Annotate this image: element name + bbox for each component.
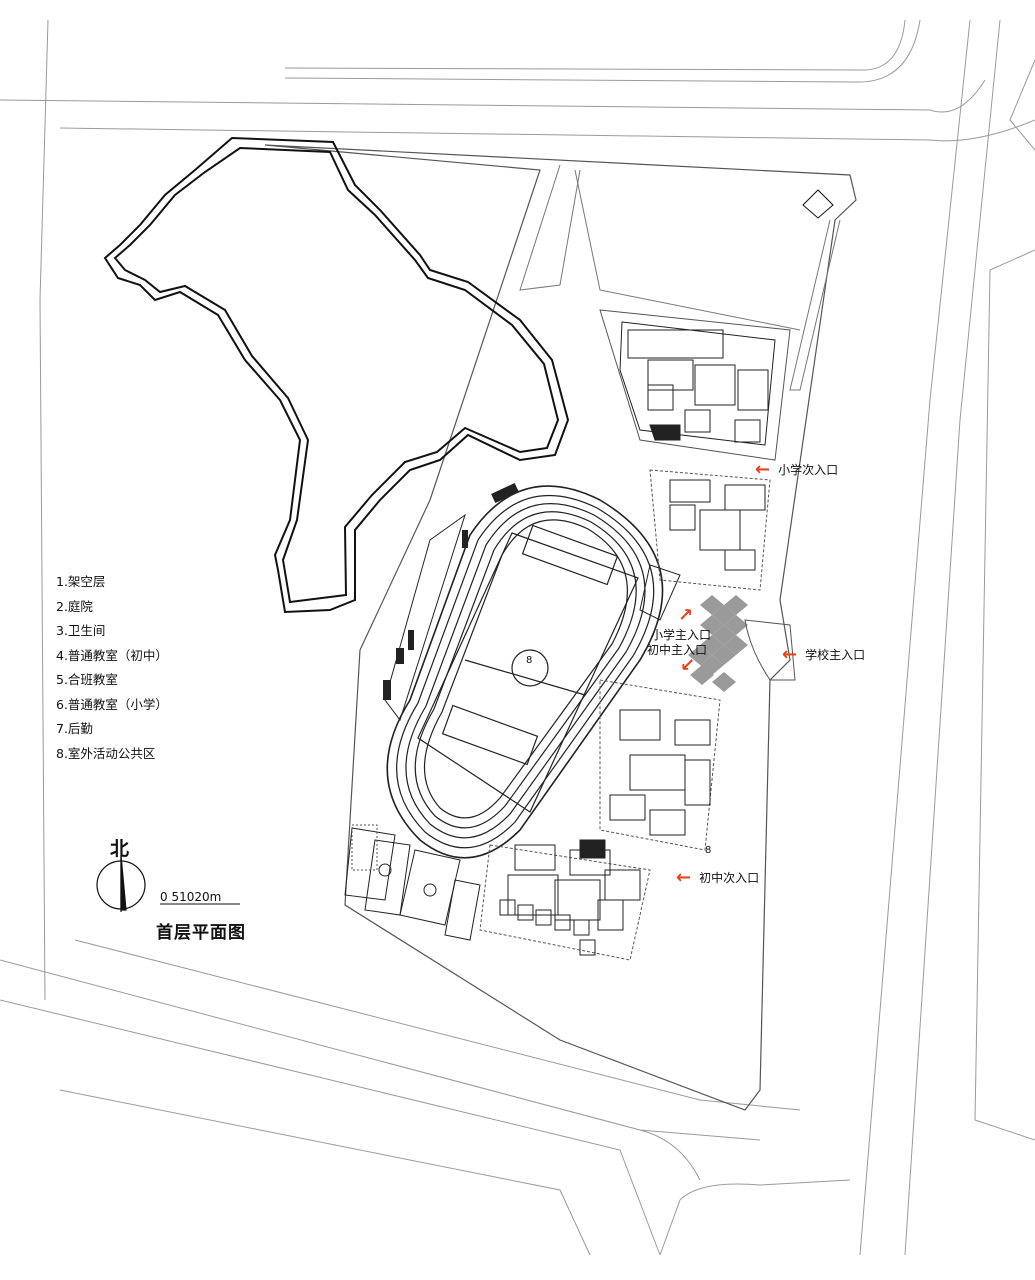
entrance-plaza-pattern [688,595,748,692]
road-bottom-1 [0,959,761,1141]
field-label: 8 [526,655,533,666]
road-right-4 [1009,59,1035,151]
legend: 1.架空层 2.庭院 3.卫生间 4.普通教室（初中） 5.合班教室 6.普通教… [56,570,168,766]
road-bottom-right [659,1179,851,1256]
arrow-left-icon: ← [676,866,692,888]
entrance-primary-main: 小学主入口 [651,628,712,642]
middle-school-building [479,679,721,961]
legend-item: 3.卫生间 [56,623,106,638]
north-label: 北 [110,838,130,860]
entrance-school-main: ← 学校主入口 [782,643,866,665]
entrance-primary-secondary: ← 小学次入口 [755,458,839,480]
legend-item: 1.架空层 [56,574,106,589]
road-top-3 [0,79,986,113]
entrance-middle-main: 初中主入口 [647,643,708,657]
site-boundary [264,144,857,1111]
road-left [39,19,49,1001]
scale-bar-label: 0 51020m [160,890,222,904]
road-bottom-3 [0,999,661,1256]
road-top-1 [284,19,906,71]
entrance-middle-secondary: ← 初中次入口 [676,866,760,888]
road-bottom-4 [59,1089,591,1256]
road-bottom-2 [74,939,801,1111]
road-right-1 [859,19,971,1256]
road-top-4 [59,119,1035,142]
road-top-2 [284,19,921,83]
road-right-3 [974,249,1035,1141]
legend-item: 2.庭院 [56,598,93,614]
entrance-label: 小学次入口 [778,463,839,477]
legend-item: 4.普通教室（初中） [56,647,168,663]
mountain-contour-inner [113,146,560,604]
road-right-2 [904,19,1001,1256]
entrance-label: 初中次入口 [699,871,760,885]
legend-item: 6.普通教室（小学） [56,696,168,712]
legend-item: 5.合班教室 [56,672,118,687]
sports-courts [344,824,481,941]
arrow-up-icon: ↗ [678,605,694,626]
legend-item: 8.室外活动公共区 [56,745,156,761]
entrance-label: 学校主入口 [805,648,866,662]
arrow-left-icon: ← [782,643,798,665]
arrow-down-icon: ↙ [680,655,696,676]
football-field [417,532,639,813]
road-bottom-right-2 [639,1129,701,1181]
primary-school-building [599,309,791,591]
plan-title: 首层平面图 [156,923,246,943]
north-compass [96,854,146,912]
plaza-label: 8 [705,845,712,856]
mountain-contour-outer [103,136,570,614]
running-track [386,485,664,859]
legend-item: 7.后勤 [56,721,93,736]
arrow-left-icon: ← [755,458,771,480]
